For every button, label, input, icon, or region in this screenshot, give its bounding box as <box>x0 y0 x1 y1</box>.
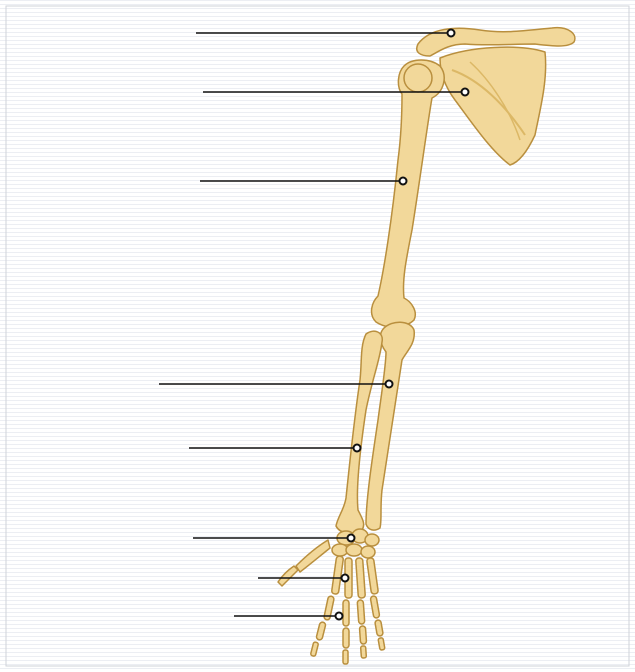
marker-carpals <box>348 535 355 542</box>
marker-ulna <box>386 381 393 388</box>
carpals <box>332 529 379 558</box>
marker-clavicle <box>448 30 455 37</box>
marker-phalanges <box>336 613 343 620</box>
marker-radius <box>354 445 361 452</box>
marker-humerus <box>400 178 407 185</box>
marker-metacarpals <box>342 575 349 582</box>
marker-scapula <box>462 89 469 96</box>
humeral-head <box>404 64 432 92</box>
